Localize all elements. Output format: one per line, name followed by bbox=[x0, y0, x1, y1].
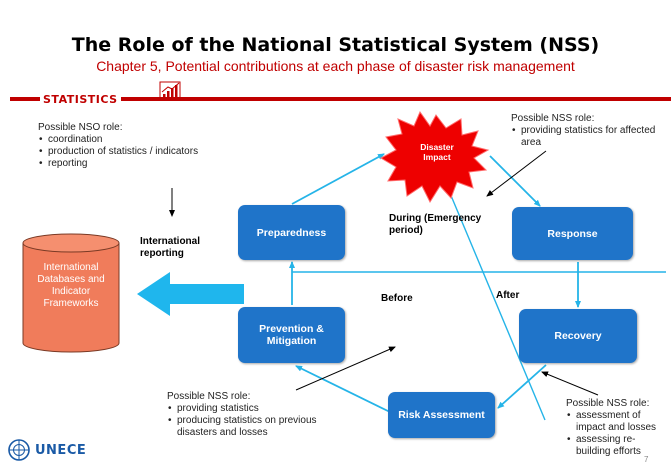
risk-assessment-box: Risk Assessment bbox=[388, 392, 495, 438]
recovery-role-item: assessment of impact and losses bbox=[567, 410, 666, 434]
statistics-label: STATISTICS bbox=[40, 93, 121, 106]
prevention-role-item: producing statistics on previous disaste… bbox=[168, 415, 357, 439]
preparedness-box: Preparedness bbox=[238, 205, 345, 260]
disaster-impact-burst bbox=[379, 110, 490, 204]
impact-role-note: Possible NSS role: providing statistics … bbox=[511, 113, 669, 149]
page-title: The Role of the National Statistical Sys… bbox=[71, 34, 600, 56]
page-subtitle: Chapter 5, Potential contributions at ea… bbox=[96, 58, 575, 74]
recovery-role-item: assessing re-building efforts bbox=[567, 434, 666, 458]
recovery-role-note: Possible NSS role: assessment of impact … bbox=[566, 398, 666, 458]
nso-role-item: production of statistics / indicators bbox=[39, 146, 218, 158]
recovery-box: Recovery bbox=[519, 309, 637, 363]
pointer-recovery-note bbox=[541, 371, 599, 396]
before-label: Before bbox=[381, 293, 413, 304]
impact-role-heading: Possible NSS role: bbox=[511, 113, 595, 124]
database-label: International Databases and Indicator Fr… bbox=[37, 262, 105, 309]
response-box: Response bbox=[512, 207, 633, 260]
database-cylinder bbox=[22, 233, 120, 353]
nso-role-heading: Possible NSO role: bbox=[38, 122, 123, 133]
prevention-role-note: Possible NSS role: providing statistics … bbox=[167, 391, 357, 439]
prevention-role-item: providing statistics bbox=[168, 403, 357, 415]
nso-role-item: reporting bbox=[39, 158, 218, 170]
un-emblem-icon bbox=[8, 439, 30, 461]
pointer-impact-note bbox=[486, 150, 547, 197]
prevention-role-heading: Possible NSS role: bbox=[167, 391, 251, 402]
header-divider bbox=[10, 97, 671, 101]
prevention-mitigation-box: Prevention & Mitigation bbox=[238, 307, 345, 363]
phase-divider-diagonal bbox=[433, 154, 546, 421]
after-label: After bbox=[496, 290, 520, 301]
cycle-arrow-assessment-prevention bbox=[295, 365, 391, 413]
cycle-arrow-preparedness-impact bbox=[291, 153, 385, 205]
nso-role-note: Possible NSO role: coordination producti… bbox=[38, 122, 218, 170]
page-number: 7 bbox=[644, 455, 649, 464]
recovery-role-heading: Possible NSS role: bbox=[566, 398, 650, 409]
nso-role-item: coordination bbox=[39, 134, 218, 146]
during-label: During (Emergency period) bbox=[389, 213, 482, 236]
chart-icon bbox=[159, 81, 181, 101]
international-reporting-label: International reporting bbox=[140, 236, 201, 259]
pointer-prevention-note bbox=[295, 346, 396, 391]
impact-role-item: providing statistics for affected area bbox=[512, 125, 669, 149]
cycle-arrow-impact-response bbox=[489, 155, 541, 207]
cycle-arrow-recovery-assessment bbox=[497, 364, 547, 409]
disaster-impact-label: Disaster Impact bbox=[420, 142, 454, 162]
reporting-arrow bbox=[137, 272, 244, 316]
unece-logo-text: UNECE bbox=[35, 443, 87, 458]
